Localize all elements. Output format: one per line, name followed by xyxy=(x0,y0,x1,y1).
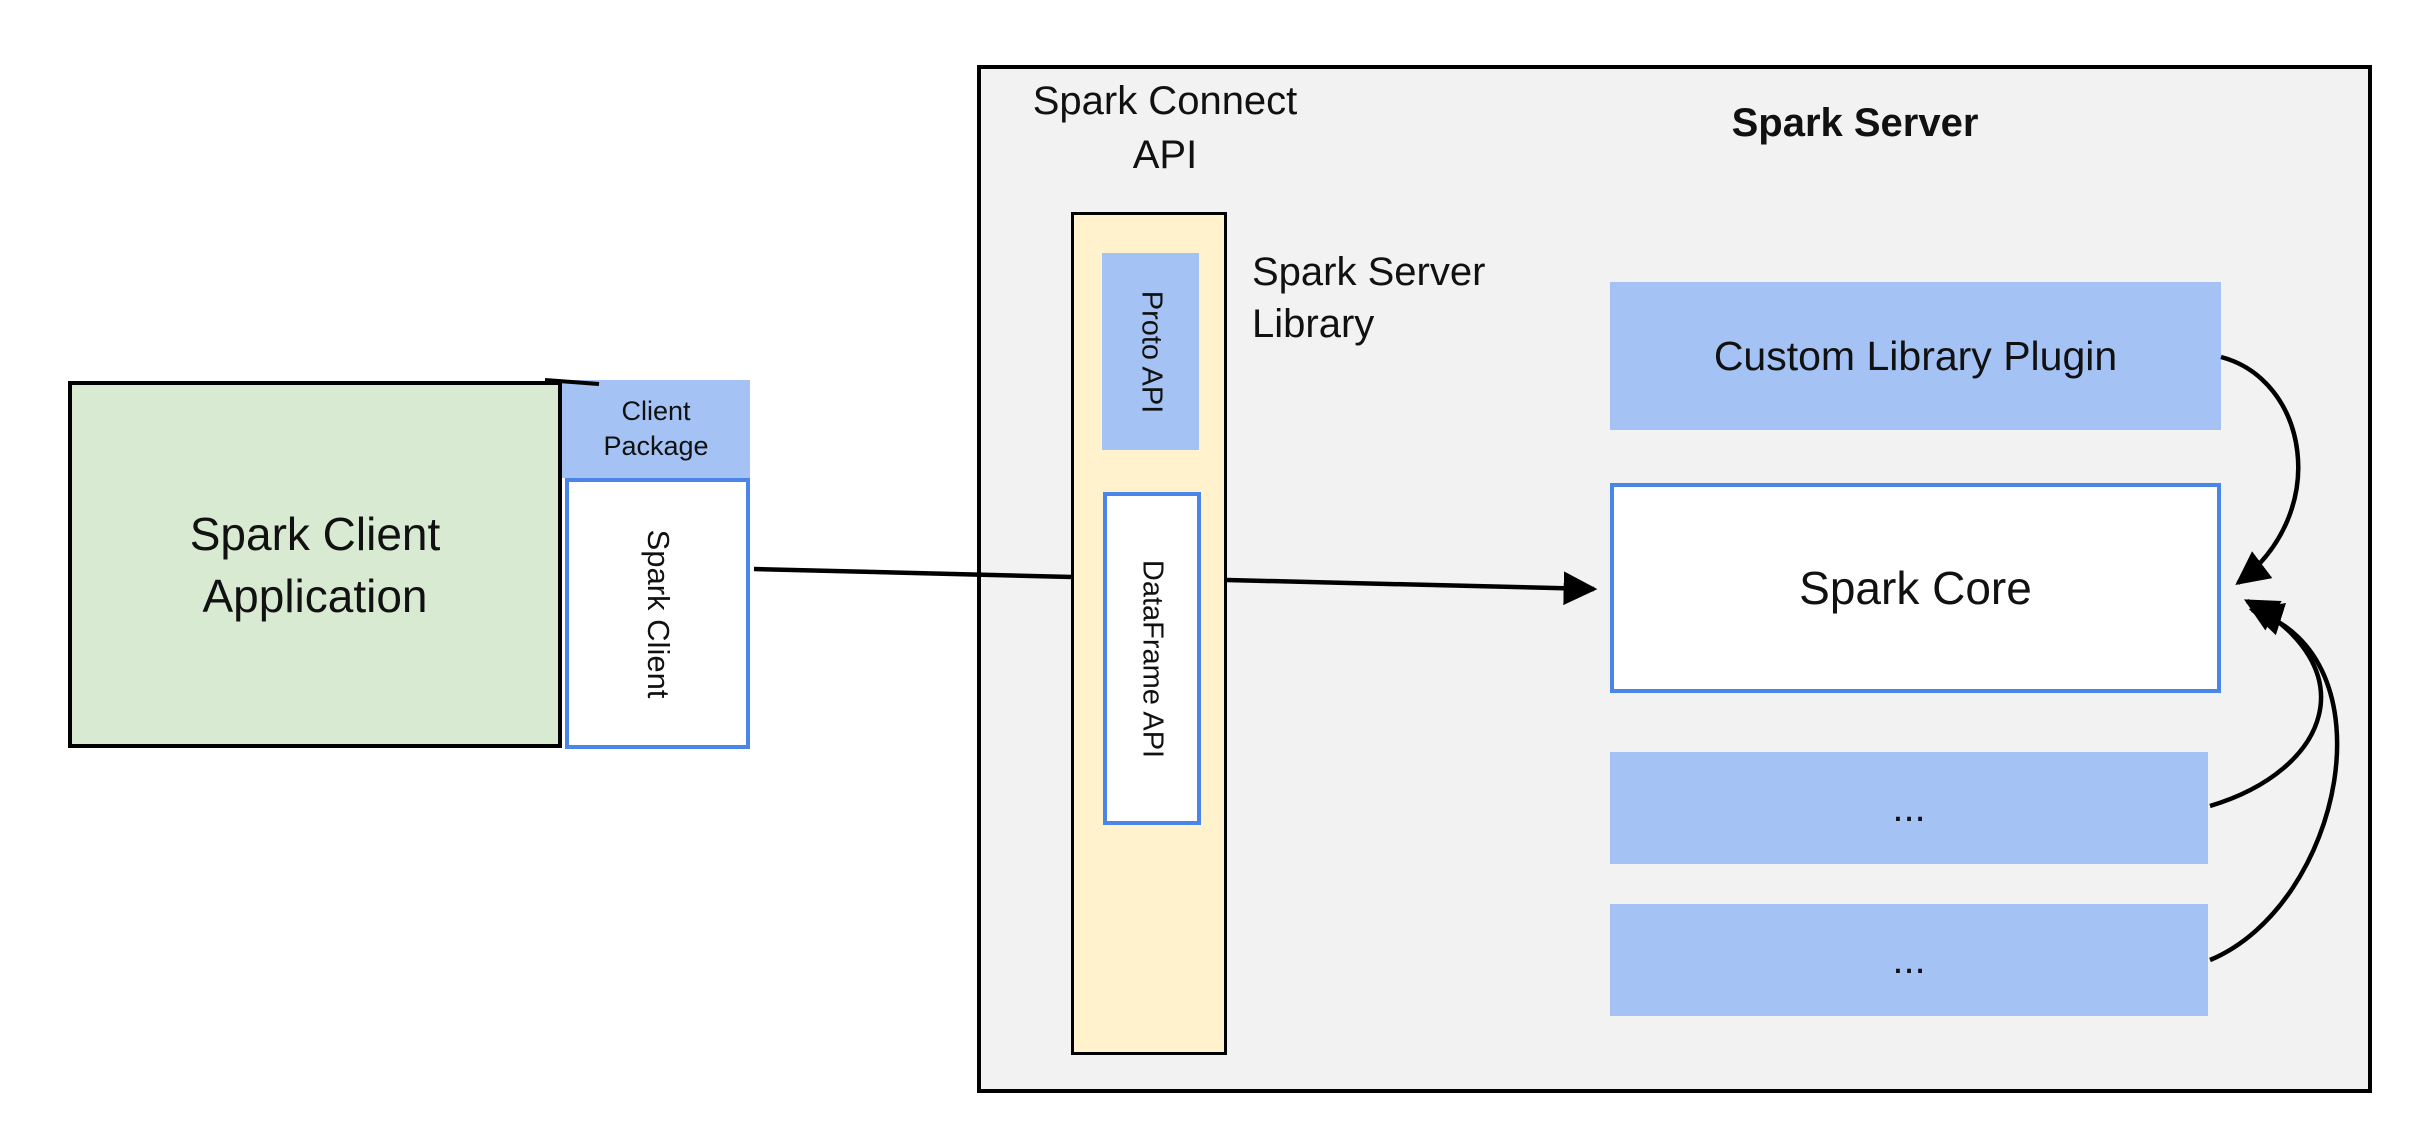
client-package-label: Client Package xyxy=(603,396,709,461)
spark-core-box: Spark Core xyxy=(1610,483,2221,693)
spark-server-title: Spark Server xyxy=(1731,101,1979,145)
custom-library-plugin-label: Custom Library Plugin xyxy=(1713,332,2118,379)
plugin-placeholder-2-label: ... xyxy=(1892,937,1926,982)
plugin-placeholder-box-2: ... xyxy=(1610,904,2208,1016)
proto-api-box: Proto API xyxy=(1102,253,1199,450)
client-application-label: Spark Client Application xyxy=(189,507,441,622)
proto-api-label: Proto API xyxy=(1135,290,1167,413)
spark-client-label: Spark Client xyxy=(640,529,676,698)
spark-client-box: Spark Client xyxy=(565,478,750,749)
client-application-box: Spark Client Application xyxy=(68,381,562,748)
server-library-box: Proto API DataFrame API xyxy=(1071,212,1227,1055)
spark-core-label: Spark Core xyxy=(1799,562,2032,614)
plugin-placeholder-1-label: ... xyxy=(1892,785,1926,830)
dataframe-api-label: DataFrame API xyxy=(1136,559,1169,758)
spark-server-library-label: Spark Server Library xyxy=(1252,250,1486,346)
dataframe-api-box: DataFrame API xyxy=(1103,492,1201,825)
client-package-box: Client Package xyxy=(562,380,750,478)
plugin-placeholder-box-1: ... xyxy=(1610,752,2208,864)
custom-library-plugin-box: Custom Library Plugin xyxy=(1610,282,2221,430)
spark-connect-api-label: Spark Connect API xyxy=(1032,79,1298,177)
